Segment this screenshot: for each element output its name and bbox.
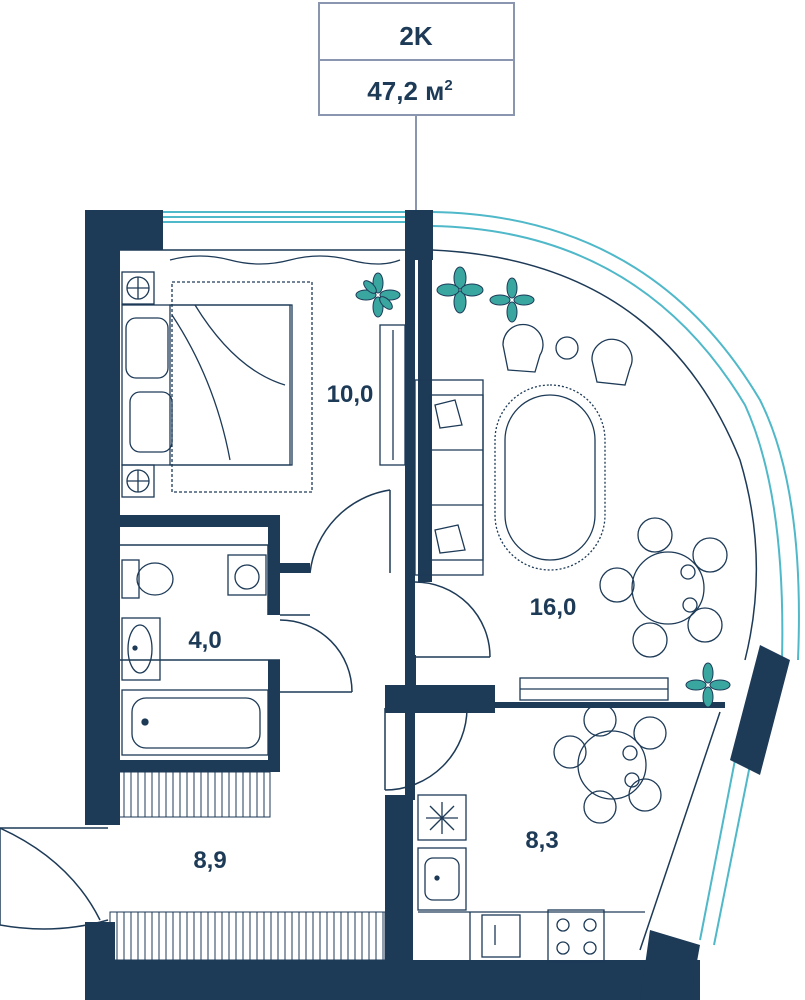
living-furniture [414, 323, 728, 701]
apartment-area-label: 47,2 м2 [367, 76, 452, 106]
room-labels: 10,0 4,0 8,9 16,0 8,3 [188, 381, 576, 874]
plants [355, 266, 731, 708]
apartment-info-box: 2K 47,2 м2 [318, 2, 515, 212]
walls [85, 210, 790, 1000]
apartment-type-label: 2K [399, 21, 432, 51]
bathroom-fixtures [121, 554, 269, 756]
room-area-kitchen: 8,3 [525, 827, 558, 854]
bedroom-furniture [121, 255, 406, 498]
interior-lines [120, 249, 758, 951]
windows [0, 211, 800, 946]
area-unit-sup: 2 [444, 77, 452, 94]
kitchen-fixtures [417, 703, 667, 963]
room-area-hall: 8,9 [193, 847, 226, 874]
room-area-bedroom: 10,0 [327, 381, 374, 408]
doors [0, 489, 491, 930]
area-value: 47,2 м [367, 76, 444, 106]
room-area-living: 16,0 [530, 594, 577, 621]
radiators [109, 771, 386, 961]
room-area-bathroom: 4,0 [188, 627, 221, 654]
